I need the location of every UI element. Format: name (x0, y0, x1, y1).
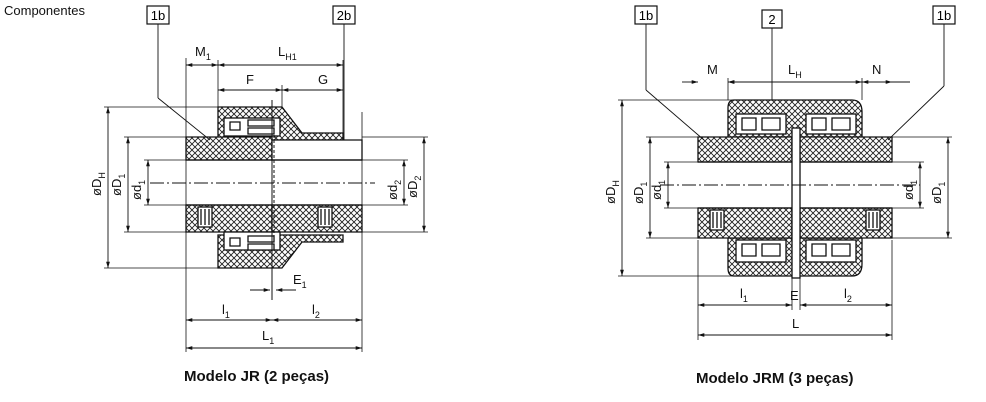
jr-label-E1: E1 (293, 272, 307, 290)
jrm-hub-left-top (697, 136, 793, 163)
jrm-label-l1: l1 (740, 286, 748, 304)
jr-label-M1: M1 (195, 44, 211, 62)
jrm-label-d1-left: ød1 (649, 180, 667, 200)
svg-text:2b: 2b (337, 8, 351, 23)
jr-label-d1: ød1 (129, 180, 147, 200)
jr-tag-hub-left: 1b (146, 5, 170, 25)
jrm-label-E: E (790, 288, 799, 303)
jr-caption: Modelo JR (2 peças) (184, 368, 330, 385)
jrm-label-LH: LH (788, 62, 802, 80)
jr-label-D2: øD2 (405, 176, 423, 198)
jr-label-L1: L1 (262, 328, 274, 346)
svg-text:1b: 1b (639, 8, 653, 23)
jr-label-G: G (318, 72, 328, 87)
jrm-label-L: L (792, 316, 799, 331)
jr-hub-right-top (271, 139, 363, 161)
jrm-label-N: N (872, 62, 881, 77)
jr-hub-right-bottom (271, 204, 363, 233)
jr-label-LH1: LH1 (278, 44, 297, 62)
jrm-tag-sleeve: 2 (761, 9, 783, 29)
jrm-hub-right-top (799, 136, 893, 163)
jrm-tag-hub-left: 1b (634, 5, 658, 25)
jrm-tag-hub-right: 1b (932, 5, 956, 25)
jr-label-DH: øDH (89, 172, 107, 196)
header-title: Componentes (4, 3, 85, 18)
jrm-label-l2: l2 (844, 286, 852, 304)
jr-hub-left-top (185, 136, 273, 161)
jr-label-d2: ød2 (385, 180, 403, 200)
svg-text:1b: 1b (151, 8, 165, 23)
jr-label-l1: l1 (222, 302, 230, 320)
jr-drawing (104, 24, 428, 352)
jr-label-D1: øD1 (109, 174, 127, 196)
jr-label-l2: l2 (312, 302, 320, 320)
jrm-label-D1-right: øD1 (929, 182, 947, 204)
jrm-label-D1-left: øD1 (631, 182, 649, 204)
jrm-caption: Modelo JRM (3 peças) (696, 370, 854, 387)
jr-tag-hub-right: 2b (332, 5, 356, 25)
jr-label-F: F (246, 72, 254, 87)
jrm-label-M: M (707, 62, 718, 77)
jrm-label-DH: øDH (603, 180, 621, 204)
jrm-drawing (618, 24, 952, 340)
svg-text:2: 2 (768, 12, 775, 27)
svg-text:1b: 1b (937, 8, 951, 23)
jrm-label-d1-right: ød1 (901, 180, 919, 200)
